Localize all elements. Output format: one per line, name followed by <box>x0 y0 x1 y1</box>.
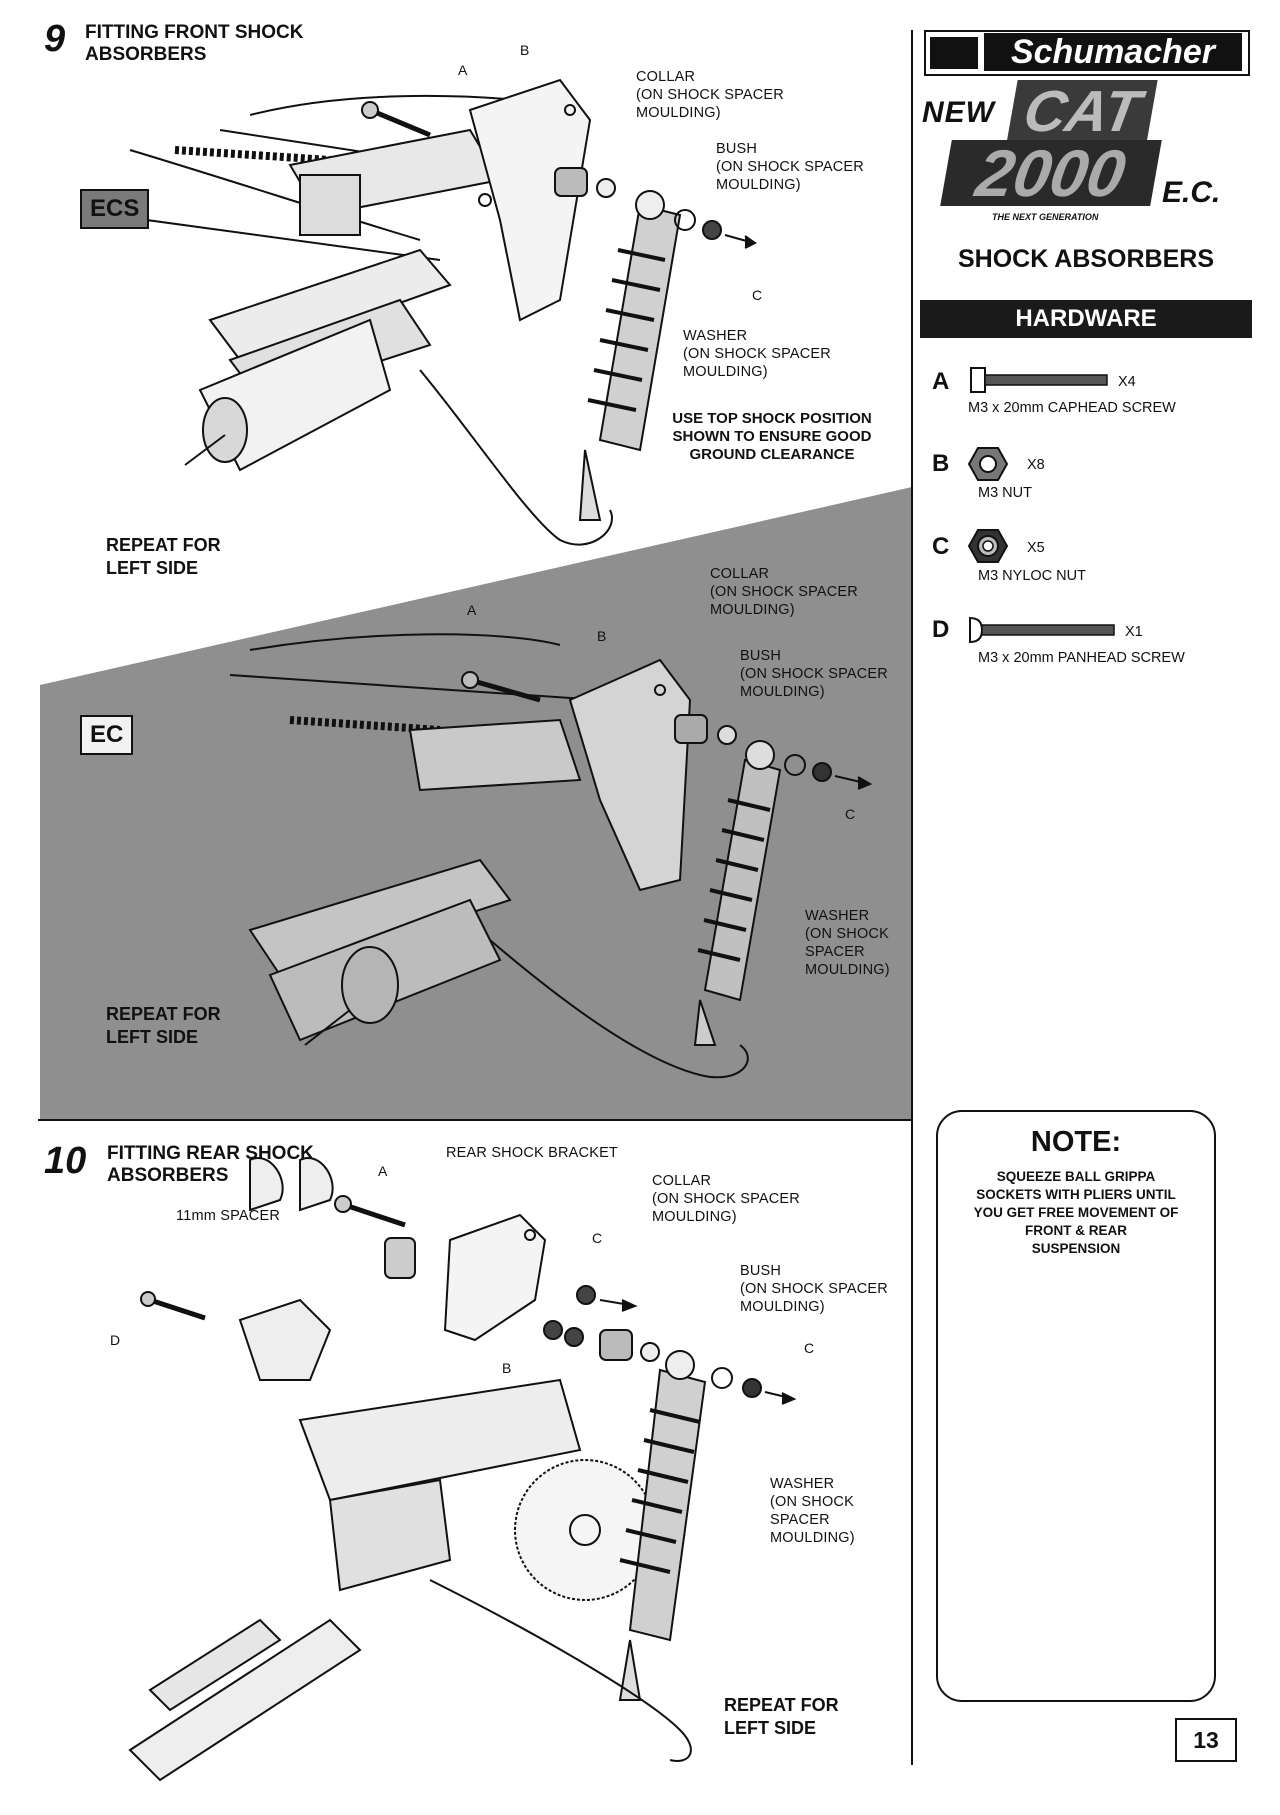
hardware-d-letter: D <box>932 616 950 643</box>
logo-2000: 2000 <box>940 136 1162 210</box>
product-logo: NEW CAT 2000 E.C. THE NEXT GENERATION <box>922 79 1252 230</box>
label-11mm-spacer: 11mm SPACER <box>176 1208 280 1224</box>
label-bush-rear: BUSH (ON SHOCK SPACER MOULDING) <box>740 1263 888 1315</box>
nyloc-nut-icon <box>968 529 1008 563</box>
brand-name: Schumacher <box>984 33 1242 71</box>
hex-nut-icon <box>968 447 1008 481</box>
label-washer-rear: WASHER (ON SHOCK SPACER MOULDING) <box>770 1476 855 1546</box>
repeat-left-side-rear: REPEAT FOR LEFT SIDE <box>724 1695 839 1738</box>
step-9-number: 9 <box>44 18 66 60</box>
rear-suspension-drawing <box>128 1157 797 1782</box>
label-bush-ecs: BUSH (ON SHOCK SPACER MOULDING) <box>716 141 864 193</box>
label-collar-ec: COLLAR (ON SHOCK SPACER MOULDING) <box>710 566 858 618</box>
label-collar-ecs: COLLAR (ON SHOCK SPACER MOULDING) <box>636 69 784 121</box>
note-heading: NOTE: <box>1030 1126 1122 1158</box>
note-box: NOTE: SQUEEZE BALL GRIPPA SOCKETS WITH P… <box>936 1110 1216 1702</box>
caphead-screw-icon <box>970 367 1108 393</box>
label-rear-shock-bracket: REAR SHOCK BRACKET <box>446 1145 618 1161</box>
label-bush-ec: BUSH (ON SHOCK SPACER MOULDING) <box>740 648 888 700</box>
step-10-number: 10 <box>44 1140 87 1182</box>
ecs-front-suspension-drawing <box>109 78 757 546</box>
step-10-title: FITTING REAR SHOCK ABSORBERS <box>107 1143 314 1186</box>
hardware-a-qty: X4 <box>1118 374 1136 390</box>
hardware-c-desc: M3 NYLOC NUT <box>978 568 1086 584</box>
label-collar-rear: COLLAR (ON SHOCK SPACER MOULDING) <box>652 1173 800 1225</box>
page-number: 13 <box>1175 1718 1237 1762</box>
logo-new: NEW <box>922 96 995 129</box>
hardware-c-letter: C <box>932 533 950 560</box>
ec-shaded-panel <box>40 487 912 1120</box>
note-top-shock-position: USE TOP SHOCK POSITION SHOWN TO ENSURE G… <box>672 410 872 463</box>
brand-flag-icon <box>930 37 978 69</box>
hardware-c-qty: X5 <box>1027 540 1045 556</box>
label-a-ec: A <box>467 602 477 618</box>
label-d-rear: D <box>110 1332 121 1348</box>
logo-tagline: THE NEXT GENERATION <box>992 212 1099 222</box>
repeat-left-side-ecs: REPEAT FOR LEFT SIDE <box>106 535 221 578</box>
section-title: SHOCK ABSORBERS <box>957 245 1215 273</box>
repeat-left-side-ec: REPEAT FOR LEFT SIDE <box>106 1004 221 1047</box>
variant-badge-ecs: ECS <box>80 189 150 229</box>
hardware-b-letter: B <box>932 450 950 477</box>
hardware-b-qty: X8 <box>1027 457 1045 473</box>
hardware-a-letter: A <box>932 368 950 395</box>
label-washer-ecs: WASHER (ON SHOCK SPACER MOULDING) <box>683 328 831 380</box>
ec-front-suspension-drawing <box>229 633 873 1079</box>
variant-badge-ec: EC <box>80 715 134 755</box>
hardware-d-desc: M3 x 20mm PANHEAD SCREW <box>978 650 1185 666</box>
label-a-rear: A <box>378 1163 388 1179</box>
label-b-ecs: B <box>520 42 530 58</box>
label-c-ec: C <box>845 806 856 822</box>
hardware-d-qty: X1 <box>1125 624 1143 640</box>
hardware-heading: HARDWARE <box>920 300 1252 338</box>
step-9-title: FITTING FRONT SHOCK ABSORBERS <box>85 22 304 65</box>
label-c1-rear: C <box>592 1230 603 1246</box>
label-a-ecs: A <box>458 62 468 78</box>
panhead-screw-icon <box>969 616 1115 644</box>
label-c2-rear: C <box>804 1340 815 1356</box>
label-b-rear: B <box>502 1360 512 1376</box>
label-washer-ec: WASHER (ON SHOCK SPACER MOULDING) <box>805 908 890 978</box>
hardware-b-desc: M3 NUT <box>978 485 1032 501</box>
logo-ec: E.C. <box>1162 176 1221 209</box>
logo-cat: CAT <box>1006 79 1158 144</box>
brand-logo-box: Schumacher <box>924 30 1250 76</box>
hardware-a-desc: M3 x 20mm CAPHEAD SCREW <box>968 400 1176 416</box>
note-text: SQUEEZE BALL GRIPPA SOCKETS WITH PLIERS … <box>973 1169 1179 1256</box>
label-c-ecs: C <box>752 287 763 303</box>
label-b-ec: B <box>597 628 607 644</box>
